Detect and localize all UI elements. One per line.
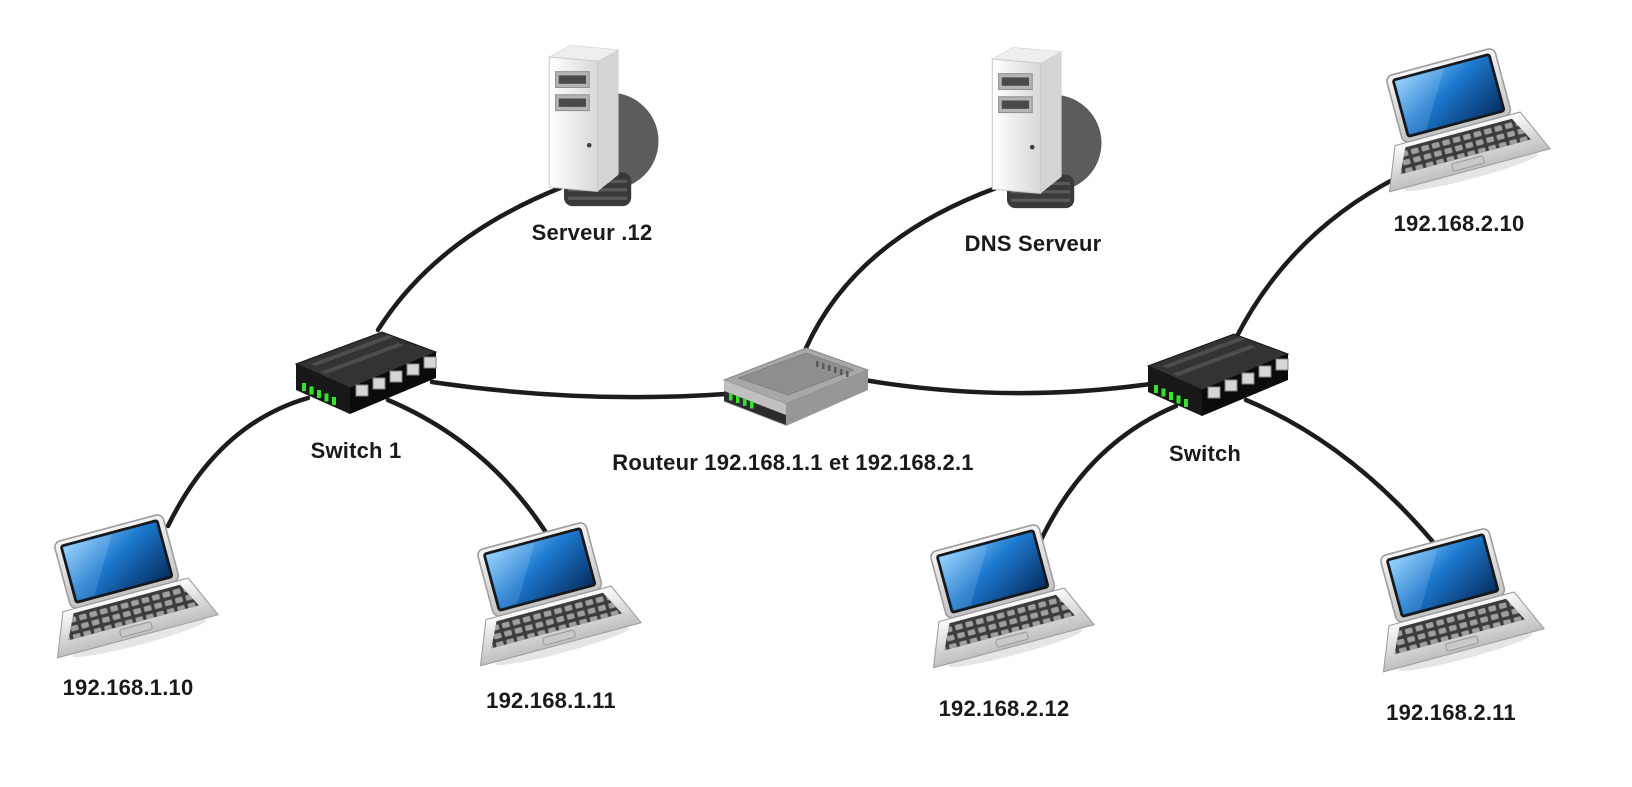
router-icon-routeur [723, 347, 869, 427]
laptop-icon-pc-2-11 [1353, 518, 1548, 682]
label-switch2: Switch [1168, 441, 1242, 466]
label-switch1: Switch 1 [310, 438, 402, 463]
label-dns: DNS Serveur [964, 231, 1102, 256]
label-pc-2-10: 192.168.2.10 [1393, 211, 1525, 236]
network-switch-icon-switch1 [295, 331, 437, 415]
cable-switch2-pc-2-12 [1037, 403, 1179, 545]
label-routeur: Routeur 192.168.1.1 et 192.168.2.1 [612, 450, 974, 475]
laptop-icon-pc-2-10 [1359, 38, 1554, 202]
label-pc-1-10: 192.168.1.10 [62, 675, 194, 700]
label-pc-2-11: 192.168.2.11 [1386, 700, 1516, 725]
cable-routeur-dns [803, 185, 999, 351]
cable-routeur-switch2 [861, 377, 1153, 396]
laptop-icon-pc-1-11 [450, 512, 645, 676]
network-switch-icon-switch2 [1147, 333, 1289, 417]
cable-switch1-pc-1-11 [385, 397, 555, 545]
label-pc-1-11: 192.168.1.11 [486, 688, 616, 713]
server-tower-icon-dns [991, 46, 1103, 209]
cable-switch2-pc-2-11 [1243, 397, 1441, 551]
cable-switch1-pc-1-10 [165, 395, 311, 529]
cable-switch1-serveur12 [375, 185, 563, 333]
laptop-icon-pc-1-10 [27, 504, 222, 668]
laptop-icon-pc-2-12 [903, 514, 1098, 678]
cable-switch2-pc-2-10 [1233, 169, 1411, 341]
node-icons [27, 38, 1554, 682]
cables [165, 169, 1441, 551]
label-pc-2-12: 192.168.2.12 [938, 696, 1070, 721]
label-serveur12: Serveur .12 [531, 220, 653, 245]
server-tower-icon-serveur12 [548, 44, 660, 207]
cable-switch1-routeur [429, 379, 729, 400]
